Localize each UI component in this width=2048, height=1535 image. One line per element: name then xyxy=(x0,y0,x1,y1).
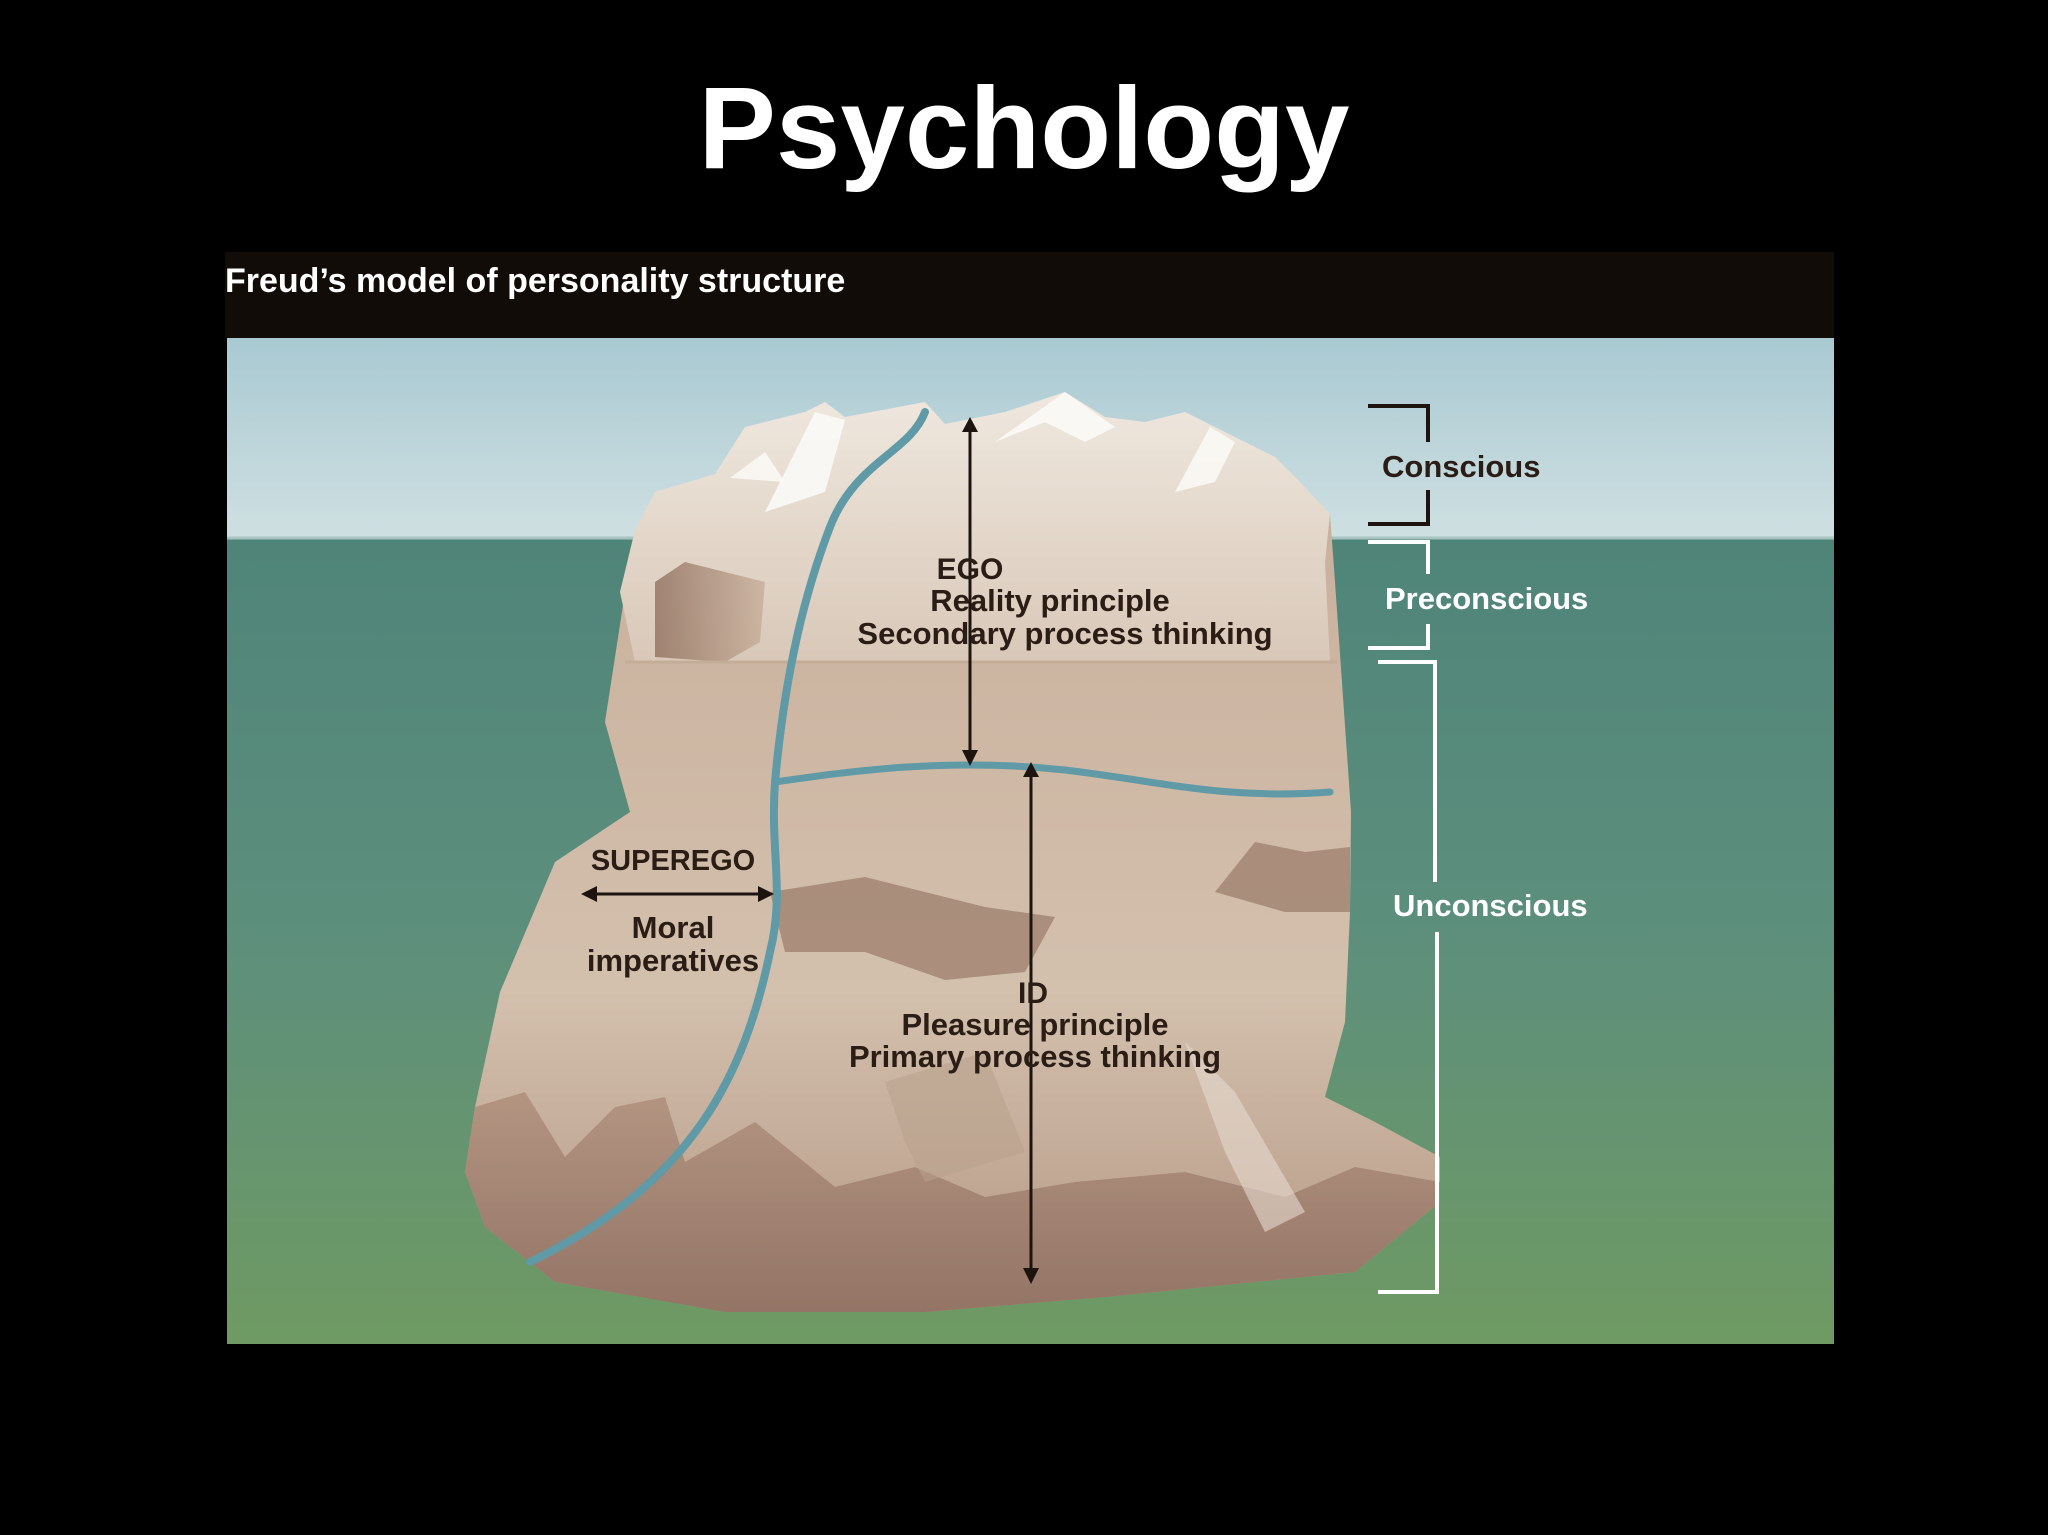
superego-name: SUPEREGO xyxy=(591,845,755,877)
facet-shadow-1 xyxy=(655,562,765,662)
facet-shadow-4 xyxy=(885,1052,1025,1182)
figure-caption: Freud’s model of personality structure xyxy=(225,262,845,300)
id-range-arrow xyxy=(1023,762,1039,1284)
slide-title: Psychology xyxy=(698,63,1350,193)
level-preconscious: Preconscious xyxy=(1385,581,1588,616)
unconscious-bracket xyxy=(1378,660,1439,1294)
snow-highlight-3 xyxy=(1175,427,1235,492)
ego-principle: Reality principle xyxy=(930,583,1169,618)
caption-band xyxy=(225,252,1834,338)
level-unconscious: Unconscious xyxy=(1393,888,1588,923)
facet-highlight-1 xyxy=(1185,1042,1305,1232)
superego-boundary xyxy=(526,408,929,1266)
id-name: ID xyxy=(1018,977,1048,1010)
preconscious-bracket xyxy=(1368,540,1430,650)
superego-line2: imperatives xyxy=(587,943,759,978)
facet-shadow-3 xyxy=(1215,842,1350,912)
superego-line1: Moral xyxy=(632,910,715,945)
snow-highlight-4 xyxy=(730,452,785,482)
level-conscious: Conscious xyxy=(1382,449,1540,484)
conscious-bracket xyxy=(1368,404,1430,526)
snow-highlight-2 xyxy=(995,392,1115,442)
id-thinking: Primary process thinking xyxy=(849,1039,1221,1074)
ego-name: EGO xyxy=(937,553,1004,586)
ego-id-boundary xyxy=(771,761,1334,798)
ego-thinking: Secondary process thinking xyxy=(857,616,1272,651)
facet-shadow-2 xyxy=(770,877,1055,980)
iceberg-base-shade xyxy=(465,1092,1440,1312)
id-principle: Pleasure principle xyxy=(901,1007,1168,1042)
ego-range-arrow xyxy=(962,417,978,766)
superego-range-arrow xyxy=(581,886,774,902)
snow-highlight-1 xyxy=(765,412,845,512)
freud-iceberg-diagram: Freud’s model of personality structure xyxy=(225,252,1834,1344)
